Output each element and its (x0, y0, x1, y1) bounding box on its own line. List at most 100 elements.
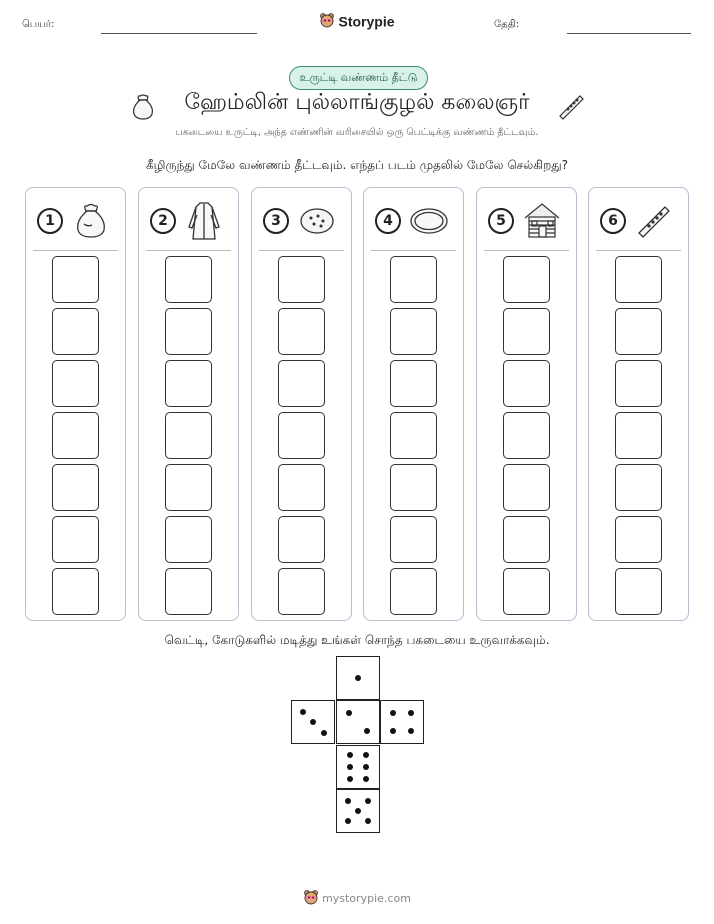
coloring-cell[interactable] (52, 360, 99, 407)
die-pip (364, 798, 371, 805)
coloring-cell[interactable] (52, 256, 99, 303)
die-pip (389, 728, 396, 735)
page-title: ஹேம்லின் புல்லாங்குழல் கலைஞர் (184, 90, 530, 115)
column-divider (371, 250, 456, 251)
die-pip (346, 752, 353, 759)
coloring-cell[interactable] (615, 256, 662, 303)
die-pip (299, 708, 306, 715)
coloring-cell[interactable] (278, 568, 325, 615)
die-pip (363, 775, 370, 782)
coloring-cell[interactable] (615, 516, 662, 563)
coloring-cell[interactable] (503, 464, 550, 511)
column-divider (596, 250, 681, 251)
coloring-cell[interactable] (278, 516, 325, 563)
coloring-cell[interactable] (503, 256, 550, 303)
name-line (101, 33, 257, 34)
column-header: 6 (589, 188, 688, 250)
coloring-cell[interactable] (390, 360, 437, 407)
footer: mystorypie.com (0, 889, 714, 908)
cut-instruction: வெட்டி, கோடுகளில் மடித்து உங்கள் சொந்த ப… (164, 633, 550, 647)
storypie-bear-icon (319, 12, 335, 31)
name-label: பெயர்: (22, 19, 55, 30)
coloring-cell[interactable] (165, 568, 212, 615)
column-divider (146, 250, 231, 251)
die-pip (364, 817, 371, 824)
coloring-cell[interactable] (165, 412, 212, 459)
coloring-cell[interactable] (390, 308, 437, 355)
coloring-cell[interactable] (390, 516, 437, 563)
coloring-cell[interactable] (278, 464, 325, 511)
robe-icon (183, 199, 225, 241)
house-icon (521, 199, 563, 241)
brand-name: Storypie (338, 13, 395, 30)
coloring-cell[interactable] (52, 464, 99, 511)
die-pip (355, 808, 361, 814)
instruction-text: கீழிருந்து மேலே வண்ணம் தீட்டவும். எந்தப்… (145, 158, 569, 172)
coloring-cell[interactable] (165, 256, 212, 303)
die-pip (355, 675, 361, 681)
money-bag-icon (128, 91, 158, 125)
flute-icon (633, 199, 675, 241)
dice-column-4: 4 (363, 187, 464, 621)
coloring-cell[interactable] (165, 464, 212, 511)
column-header: 1 (26, 188, 125, 250)
page-subtitle: பகடையை உருட்டி, அந்த எண்ணின் வரிசையில் ஒ… (175, 127, 539, 138)
coloring-cell[interactable] (390, 568, 437, 615)
coloring-cell[interactable] (390, 256, 437, 303)
column-number: 1 (37, 208, 63, 234)
coloring-cell[interactable] (278, 360, 325, 407)
coloring-cell[interactable] (52, 308, 99, 355)
bread-icon (296, 199, 338, 241)
coloring-cell[interactable] (52, 412, 99, 459)
coloring-cell[interactable] (615, 568, 662, 615)
flute-icon (556, 91, 586, 125)
coloring-cell[interactable] (503, 360, 550, 407)
storypie-bear-icon (303, 889, 319, 908)
date-label: தேதி: (494, 19, 520, 30)
column-divider (484, 250, 569, 251)
column-divider (259, 250, 344, 251)
die-pip (346, 764, 353, 770)
die-face-5 (336, 789, 380, 833)
die-face-1 (336, 656, 380, 700)
date-line (567, 33, 691, 34)
coloring-cell[interactable] (503, 568, 550, 615)
die-pip (363, 752, 370, 759)
die-pip (363, 764, 370, 770)
column-divider (33, 250, 118, 251)
coloring-cell[interactable] (165, 308, 212, 355)
column-header: 3 (252, 188, 351, 250)
coloring-cell[interactable] (165, 360, 212, 407)
coloring-cell[interactable] (52, 516, 99, 563)
coloring-cell[interactable] (615, 360, 662, 407)
coloring-cell[interactable] (390, 412, 437, 459)
die-pip (389, 709, 396, 716)
coloring-cell[interactable] (390, 464, 437, 511)
money-bag-icon (70, 199, 112, 241)
coloring-cell[interactable] (278, 412, 325, 459)
dice-column-2: 2 (138, 187, 239, 621)
dice-column-3: 3 (251, 187, 352, 621)
coloring-cell[interactable] (278, 308, 325, 355)
coloring-cell[interactable] (52, 568, 99, 615)
coloring-cell[interactable] (503, 308, 550, 355)
activity-badge: உருட்டி வண்ணம் தீட்டு (289, 66, 428, 90)
die-pip (320, 729, 327, 736)
coloring-cell[interactable] (503, 412, 550, 459)
coloring-cell[interactable] (615, 464, 662, 511)
coloring-cell[interactable] (503, 516, 550, 563)
coloring-cell[interactable] (278, 256, 325, 303)
coloring-cell[interactable] (615, 412, 662, 459)
die-pip (408, 709, 415, 716)
footer-url: mystorypie.com (322, 892, 411, 905)
dice-column-5: 5 (476, 187, 577, 621)
column-number: 2 (150, 208, 176, 234)
die-pip (345, 817, 352, 824)
column-number: 4 (375, 208, 401, 234)
die-face-3 (291, 700, 335, 744)
coloring-cell[interactable] (615, 308, 662, 355)
column-number: 6 (600, 208, 626, 234)
column-header: 4 (364, 188, 463, 250)
column-header: 5 (477, 188, 576, 250)
coloring-cell[interactable] (165, 516, 212, 563)
